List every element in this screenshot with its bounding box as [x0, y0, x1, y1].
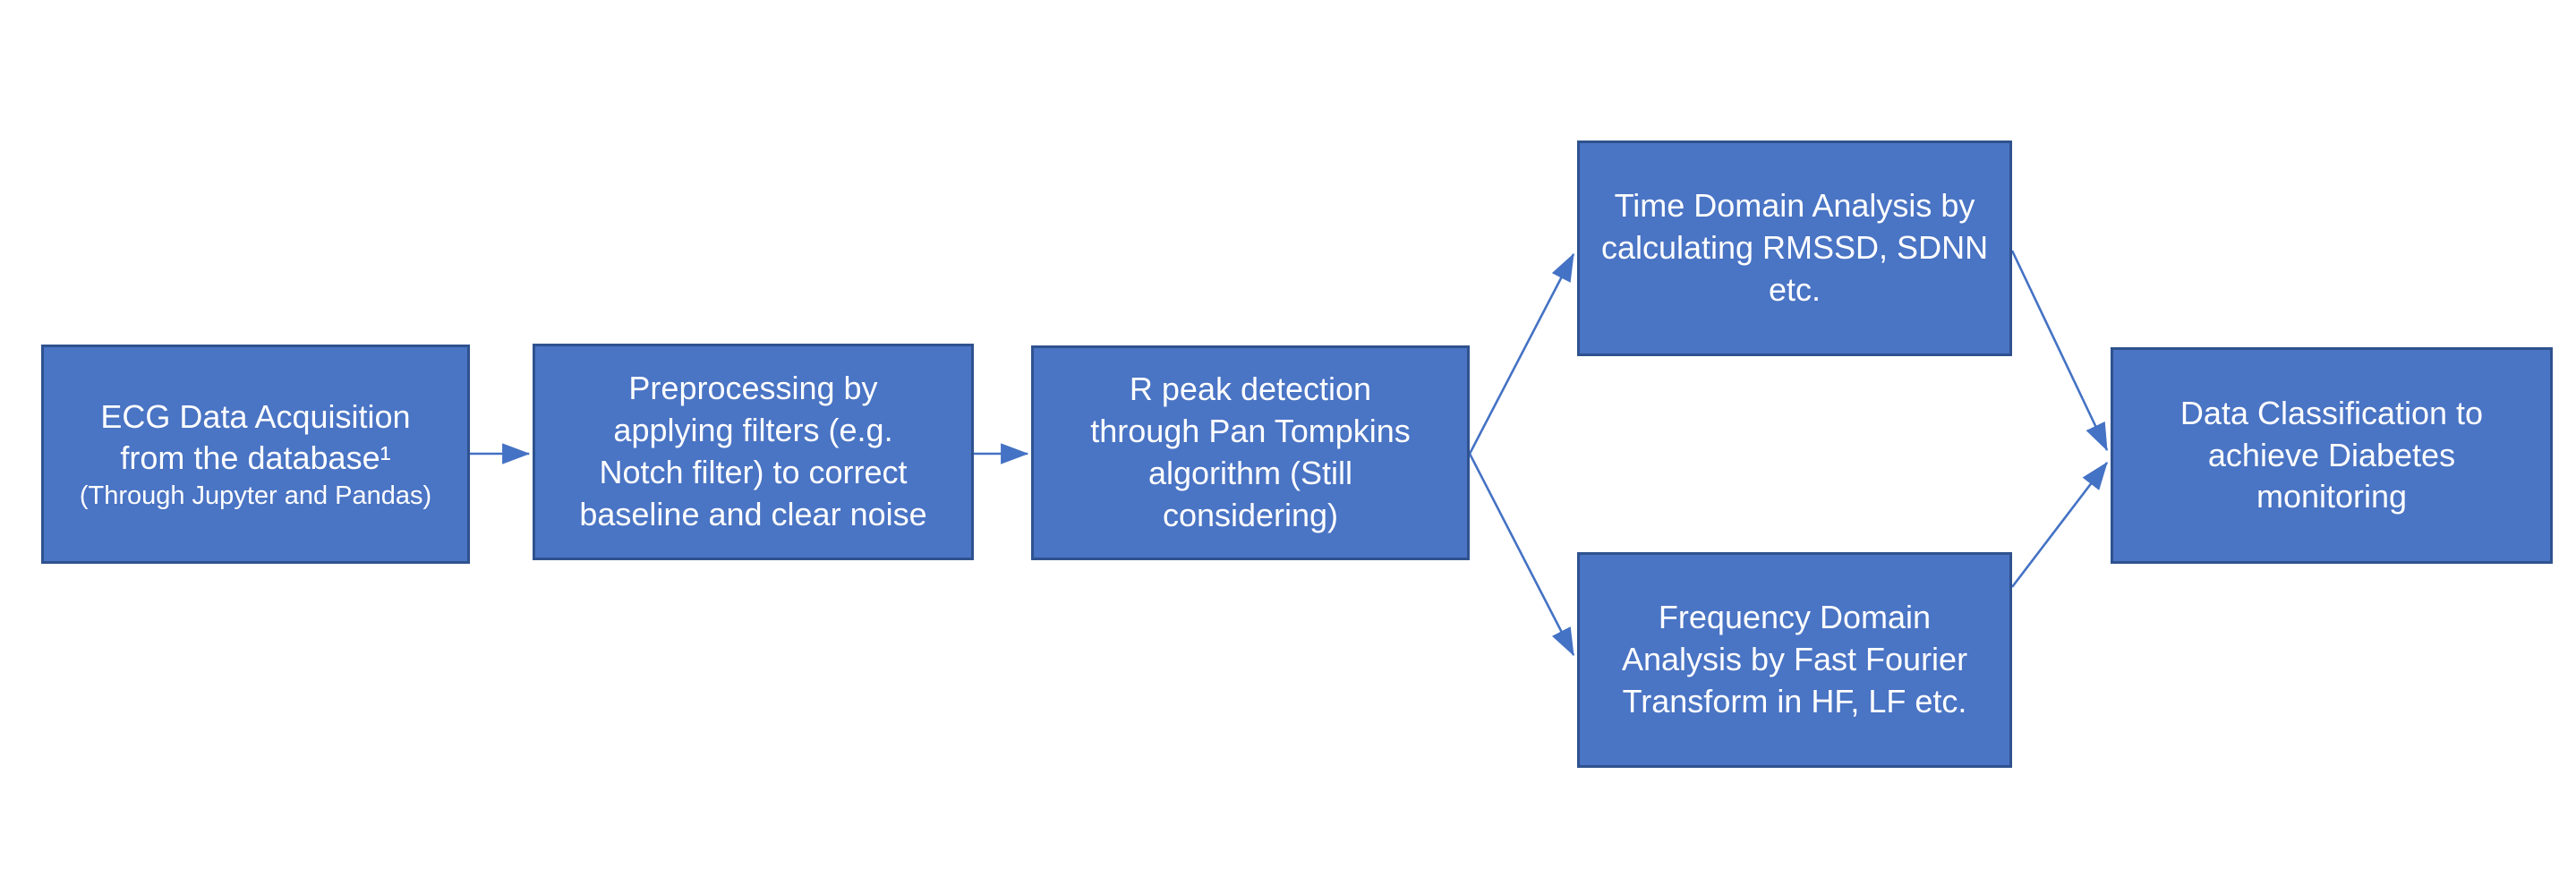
node-label: Data Classification to achieve Diabetes …: [2179, 394, 2484, 515]
node-data-classification: Data Classification to achieve Diabetes …: [2111, 347, 2553, 564]
node-preprocessing: Preprocessing by applying filters (e.g. …: [533, 344, 974, 560]
arrow-frequency-domain-to-classification: [2010, 461, 2109, 588]
arrow-rpeak-to-time-domain: [1468, 252, 1575, 455]
node-label: Time Domain Analysis by calculating RMSS…: [1600, 187, 1989, 308]
node-time-domain-analysis: Time Domain Analysis by calculating RMSS…: [1577, 140, 2012, 356]
node-r-peak-detection: R peak detection through Pan Tompkins al…: [1031, 345, 1470, 560]
node-sublabel: (Through Jupyter and Pandas): [79, 481, 432, 511]
node-label: Frequency Domain Analysis by Fast Fourie…: [1621, 599, 1968, 719]
node-label: R peak detection through Pan Tompkins al…: [1090, 370, 1411, 533]
arrow-rpeak-to-frequency-domain: [1468, 453, 1575, 657]
node-label: ECG Data Acquisition from the database¹: [100, 397, 411, 477]
node-label: Preprocessing by applying filters (e.g. …: [579, 370, 927, 532]
node-ecg-data-acquisition: ECG Data Acquisition from the database¹ …: [41, 345, 470, 564]
arrow-time-domain-to-classification: [2010, 250, 2109, 452]
node-frequency-domain-analysis: Frequency Domain Analysis by Fast Fourie…: [1577, 552, 2012, 768]
